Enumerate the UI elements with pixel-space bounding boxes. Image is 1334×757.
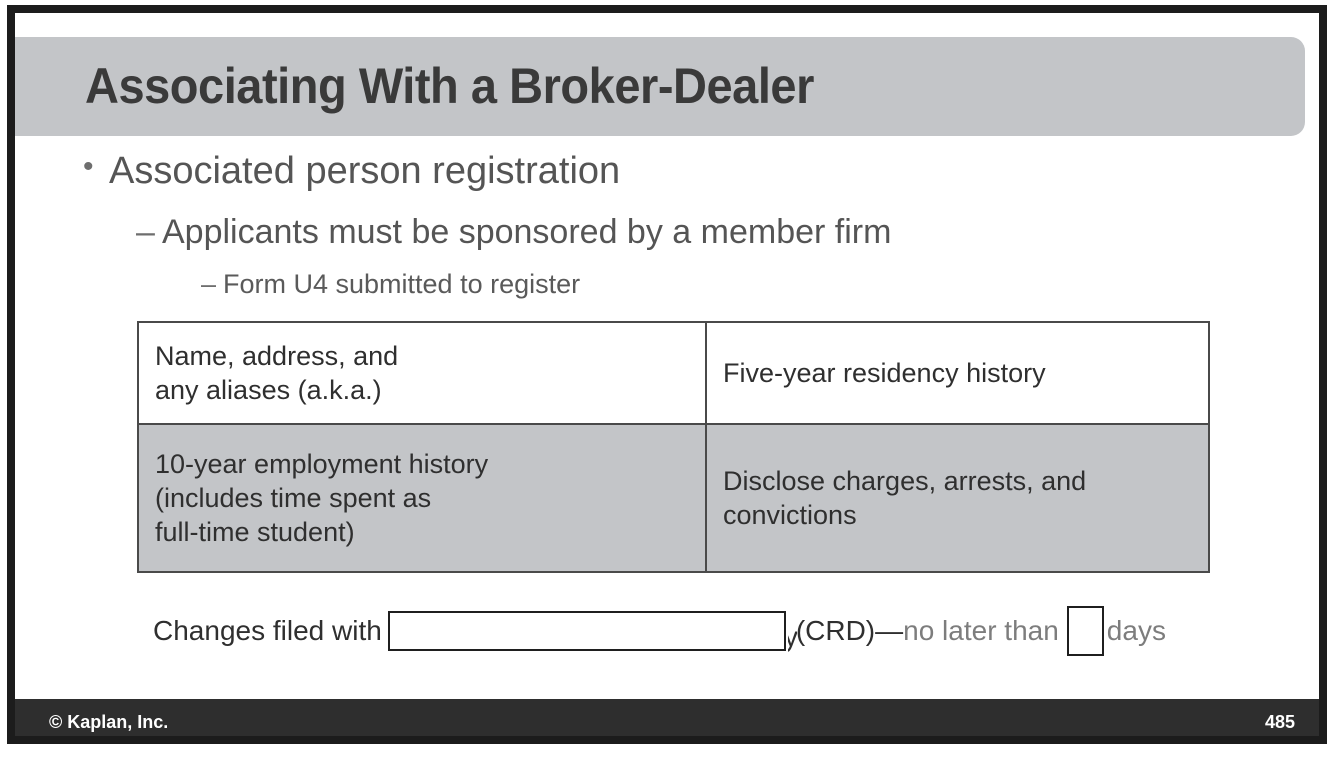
table-row: 10-year employment history (includes tim… bbox=[137, 423, 1210, 573]
covered-text-sliver: y bbox=[787, 621, 797, 652]
bullet-level2-label: Applicants must be sponsored by a member… bbox=[162, 213, 892, 251]
table-cell-line: full-time student) bbox=[155, 517, 355, 547]
table-cell-line: any aliases (a.k.a.) bbox=[155, 375, 382, 405]
table-cell-disclosures: Disclose charges, arrests, and convictio… bbox=[705, 423, 1210, 573]
page-title: Associating With a Broker-Dealer bbox=[85, 58, 814, 114]
bullet-dash-icon: – bbox=[201, 269, 217, 299]
table-cell-line: Five-year residency history bbox=[723, 357, 1046, 388]
table-cell-line: Name, address, and bbox=[155, 340, 399, 371]
blank-field-days[interactable] bbox=[1066, 606, 1104, 656]
page-number: 485 bbox=[1264, 712, 1295, 732]
table-cell-name-address: Name, address, and any aliases (a.k.a.) bbox=[137, 321, 707, 425]
table-cell-line: Disclose charges, arrests, and bbox=[723, 465, 1087, 496]
bullet-level1-label: Associated person registration bbox=[109, 150, 621, 192]
fill-muted-label: no later than bbox=[903, 615, 1059, 646]
slide-canvas: Associating With a Broker-Dealer • Associ… bbox=[15, 13, 1319, 736]
footer-bar: © Kaplan, Inc. 485 bbox=[15, 699, 1319, 736]
bullet-level3: –Form U4 submitted to register bbox=[201, 269, 580, 300]
fill-lead-label: Changes filed with bbox=[153, 615, 382, 646]
bullet-dash-icon: – bbox=[136, 213, 155, 251]
table-cell-line: convictions bbox=[723, 500, 857, 530]
title-band: Associating With a Broker-Dealer bbox=[15, 37, 1305, 136]
table-row: Name, address, and any aliases (a.k.a.) … bbox=[137, 321, 1210, 425]
fill-trailing-label: days bbox=[1106, 615, 1166, 646]
table-cell-residency: Five-year residency history bbox=[705, 321, 1210, 425]
bullet-level2: –Applicants must be sponsored by a membe… bbox=[136, 213, 891, 252]
bullet-level3-label: Form U4 submitted to register bbox=[223, 269, 581, 299]
copyright-label: © Kaplan, Inc. bbox=[49, 712, 169, 732]
requirements-table: Name, address, and any aliases (a.k.a.) … bbox=[137, 321, 1210, 573]
blank-field-long[interactable]: y bbox=[387, 611, 797, 652]
table-cell-line: 10-year employment history bbox=[155, 448, 489, 479]
table-cell-line: (includes time spent as bbox=[155, 482, 432, 513]
slide-frame: Associating With a Broker-Dealer • Associ… bbox=[7, 5, 1327, 744]
fill-in-the-blank-line: Changes filed with y(CRD)—no later than da… bbox=[153, 605, 1166, 657]
bullet-dot-icon: • bbox=[83, 150, 94, 183]
bullet-level1: • Associated person registration bbox=[83, 150, 620, 193]
fill-mid-label: (CRD)— bbox=[795, 615, 904, 646]
table-cell-employment: 10-year employment history (includes tim… bbox=[137, 423, 707, 573]
